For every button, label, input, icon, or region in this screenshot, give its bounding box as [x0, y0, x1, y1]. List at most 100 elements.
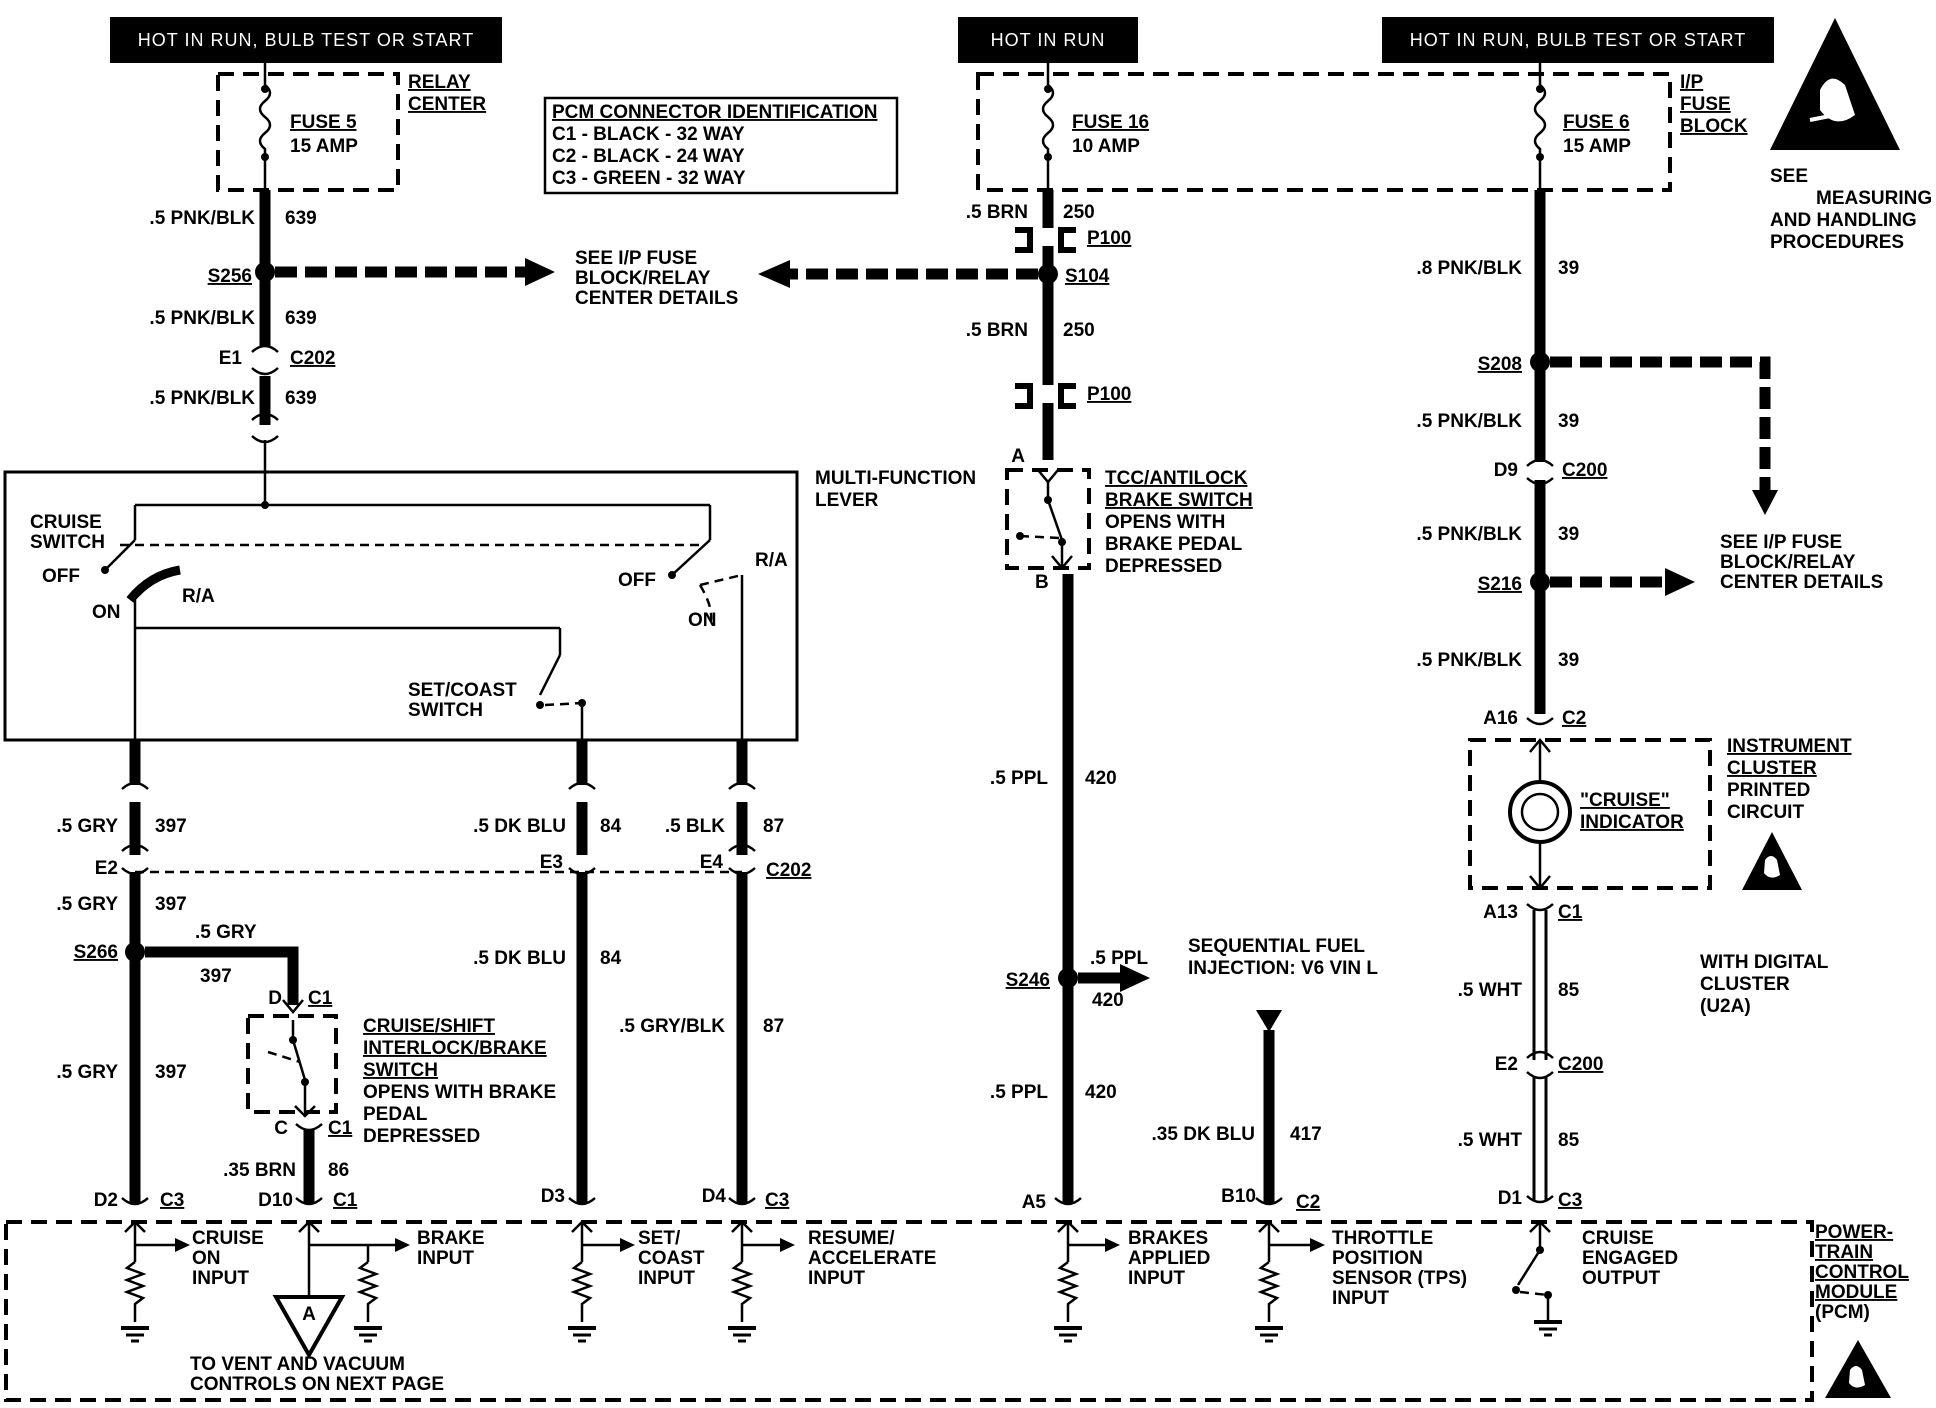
w39-color-1: .8 PNK/BLK — [1416, 258, 1522, 279]
brn-color: .35 BRN — [223, 1160, 296, 1181]
fuse6-rating: 15 AMP — [1563, 136, 1631, 157]
s246-branch-color: .5 PPL — [1090, 948, 1148, 969]
cluster-label-3: PRINTED — [1727, 780, 1810, 801]
resume-input-2: ACCELERATE — [808, 1248, 936, 1269]
pcm-pin-connectors — [121, 1197, 1283, 1206]
ip-fuse-block-label-3: BLOCK — [1680, 116, 1748, 137]
splice-s256 — [255, 258, 555, 286]
p100-label-b: P100 — [1087, 384, 1131, 405]
splice-s216 — [1530, 568, 1695, 596]
fuse5-rating: 15 AMP — [290, 136, 358, 157]
gry3-num: 397 — [155, 1062, 187, 1083]
esd-note-line3: AND HANDLING — [1770, 210, 1917, 231]
cruise-on-input-3: INPUT — [192, 1268, 249, 1289]
wht1-color: .5 WHT — [1458, 980, 1523, 1001]
connector-p100-a — [1015, 227, 1076, 253]
pin-e3: E3 — [540, 852, 563, 873]
pcm-label-4: MODULE — [1815, 1282, 1897, 1303]
wht1-num: 85 — [1558, 980, 1580, 1001]
to-vent-2: CONTROLS ON NEXT PAGE — [190, 1374, 444, 1395]
interlock-label-3: SWITCH — [363, 1060, 438, 1081]
wire-86 — [295, 1123, 323, 1203]
pcm-conn-c3-c: C3 — [1558, 1190, 1582, 1211]
pcm-id-c1: C1 - BLACK - 32 WAY — [552, 124, 745, 145]
splice-s208 — [1530, 352, 1778, 515]
connector-p100-b — [1015, 383, 1076, 409]
s266-label: S266 — [74, 942, 118, 963]
pcm-id-title: PCM CONNECTOR IDENTIFICATION — [552, 102, 877, 123]
splice-s104 — [758, 260, 1058, 288]
lever-internal-wiring — [101, 472, 744, 740]
c202-label-top: C202 — [290, 348, 335, 369]
wire-85 — [1526, 903, 1554, 1204]
grybk-color: .5 GRY/BLK — [619, 1016, 725, 1037]
ip-fuse-block-label-2: FUSE — [1680, 94, 1731, 115]
ppl2-num: 420 — [1085, 1082, 1117, 1103]
pcm-pin-d3: D3 — [541, 1186, 565, 1207]
pcm-label-1: POWER- — [1815, 1222, 1893, 1243]
to-vent-1: TO VENT AND VACUUM — [190, 1354, 405, 1375]
tcc-note-3: DEPRESSED — [1105, 556, 1222, 577]
wire639-color-1: .5 PNK/BLK — [149, 208, 255, 229]
c202-label-lower: C202 — [766, 860, 811, 881]
gry1-num: 397 — [155, 816, 187, 837]
pin-e4: E4 — [700, 852, 724, 873]
pcm-pin-d4: D4 — [702, 1186, 727, 1207]
cruise-shift-interlock-switch — [246, 1014, 338, 1118]
pin-e2: E2 — [95, 858, 118, 879]
brakes-applied-input-3: INPUT — [1128, 1268, 1185, 1289]
wire639-color-2: .5 PNK/BLK — [149, 308, 255, 329]
esd-warning-icon — [1770, 18, 1900, 150]
fuse5-name: FUSE 5 — [290, 112, 357, 133]
set-coast-input-3: INPUT — [638, 1268, 695, 1289]
ppl1-color: .5 PPL — [990, 768, 1048, 789]
on-left: ON — [92, 602, 121, 623]
pin-c: C — [274, 1118, 288, 1139]
wire-417 — [1256, 1010, 1282, 1203]
set-coast-switch-2: SWITCH — [408, 700, 483, 721]
wht2-num: 85 — [1558, 1130, 1580, 1151]
connector-c202-e1 — [251, 344, 279, 376]
cruise-switch-label-1: CRUISE — [30, 512, 102, 533]
brn2-color: .5 BRN — [966, 320, 1028, 341]
c1-label-cluster: C1 — [1558, 902, 1583, 923]
cruise-engaged-output-1: CRUISE — [1582, 1228, 1654, 1249]
connector-c202-lower — [121, 781, 756, 876]
s256-label: S256 — [208, 266, 252, 287]
cruise-switch-label-2: SWITCH — [30, 532, 105, 553]
esd-note-line2: MEASURING — [1816, 188, 1932, 209]
cruise-indicator-2: INDICATOR — [1580, 812, 1684, 833]
digital-cluster-3: (U2A) — [1700, 996, 1751, 1017]
wire639-num-1: 639 — [285, 208, 317, 229]
dkblu2-color: .5 DK BLU — [473, 948, 566, 969]
ra-left: R/A — [182, 586, 215, 607]
ppl2-color: .5 PPL — [990, 1082, 1048, 1103]
tcc-note-2: BRAKE PEDAL — [1105, 534, 1243, 555]
wht2-color: .5 WHT — [1458, 1130, 1523, 1151]
dkblu1-color: .5 DK BLU — [473, 816, 566, 837]
pcm-label-3: CONTROL — [1815, 1262, 1909, 1283]
pcm-pin-d1: D1 — [1498, 1188, 1523, 1209]
gry2-num: 397 — [155, 894, 187, 915]
see-details-left-1: SEE I/P FUSE — [575, 248, 697, 269]
pcm-input-tps — [1255, 1220, 1325, 1343]
fuse16-rating: 10 AMP — [1072, 136, 1140, 157]
w39-num-3: 39 — [1558, 524, 1579, 545]
pin-e1: E1 — [219, 348, 243, 369]
pcm-pin-b10: B10 — [1221, 1186, 1256, 1207]
brakes-applied-input-1: BRAKES — [1128, 1228, 1208, 1249]
pcm-pin-d10: D10 — [258, 1190, 293, 1211]
w39-color-2: .5 PNK/BLK — [1416, 411, 1522, 432]
on-right: ON — [688, 610, 717, 631]
blk-color: .5 BLK — [665, 816, 725, 837]
brn2-num: 250 — [1063, 320, 1095, 341]
sfi-label-1: SEQUENTIAL FUEL — [1188, 936, 1365, 957]
esd-note-line4: PROCEDURES — [1770, 232, 1904, 253]
set-coast-switch-1: SET/COAST — [408, 680, 517, 701]
pcm-conn-c3-b: C3 — [765, 1190, 789, 1211]
fuse16-name: FUSE 16 — [1072, 112, 1149, 133]
header-center-text: HOT IN RUN — [991, 30, 1106, 50]
pcm-input-brake: A — [272, 1220, 410, 1360]
blk-num: 87 — [763, 816, 784, 837]
tps-input-4: INPUT — [1332, 1288, 1389, 1309]
